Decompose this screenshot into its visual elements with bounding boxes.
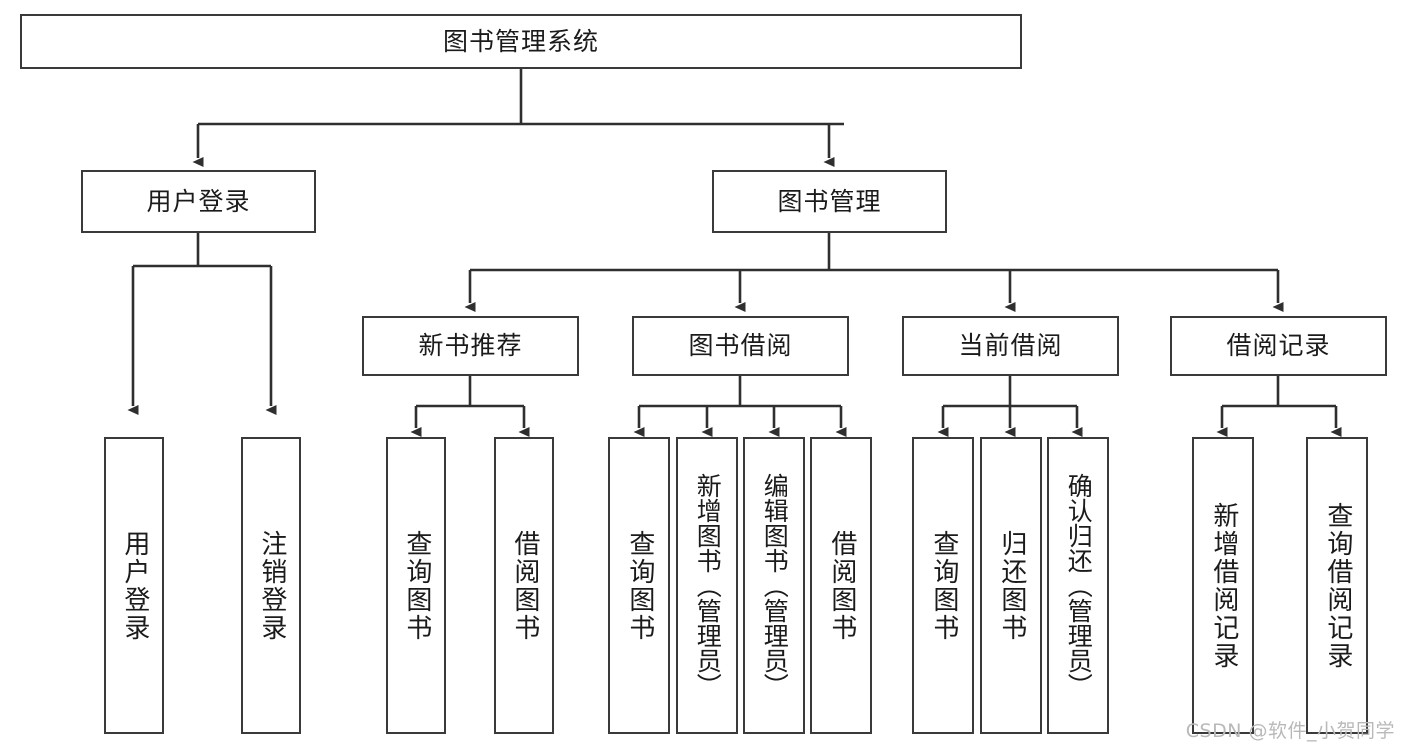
node-root[interactable]: 图书管理系统 — [20, 14, 1022, 69]
node-leaf-add-record[interactable]: 新增借阅记录 — [1192, 437, 1254, 734]
node-leaf-add-record-label: 新增借阅记录 — [1208, 501, 1239, 670]
node-leaf-logout-login[interactable]: 注销登录 — [241, 437, 301, 734]
node-leaf-query-book-3-label: 查询图书 — [928, 529, 959, 642]
node-current-borrow[interactable]: 当前借阅 — [902, 316, 1119, 376]
node-leaf-query-book-3[interactable]: 查询图书 — [912, 437, 974, 734]
node-leaf-return-book-label: 归还图书 — [996, 529, 1027, 642]
node-leaf-borrow-book-1-label: 借阅图书 — [509, 529, 540, 642]
node-leaf-add-book-label: 新增图书（管理员） — [693, 473, 723, 698]
node-root-label: 图书管理系统 — [442, 26, 599, 56]
node-borrow-record[interactable]: 借阅记录 — [1170, 316, 1387, 376]
node-leaf-query-book-2-label: 查询图书 — [624, 529, 655, 642]
node-leaf-borrow-book-2[interactable]: 借阅图书 — [810, 437, 872, 734]
node-leaf-query-record[interactable]: 查询借阅记录 — [1306, 437, 1368, 734]
node-book-borrow-label: 图书借阅 — [688, 331, 793, 361]
node-leaf-query-book-1-label: 查询图书 — [401, 529, 432, 642]
node-leaf-confirm-return[interactable]: 确认归还（管理员） — [1047, 437, 1109, 734]
node-new-book-recommend-label: 新书推荐 — [418, 331, 523, 361]
node-book-borrow[interactable]: 图书借阅 — [632, 316, 849, 376]
node-leaf-user-login[interactable]: 用户登录 — [104, 437, 164, 734]
node-leaf-borrow-book-1[interactable]: 借阅图书 — [494, 437, 554, 734]
node-new-book-recommend[interactable]: 新书推荐 — [362, 316, 579, 376]
node-user-login-label: 用户登录 — [146, 186, 251, 216]
node-leaf-query-book-1[interactable]: 查询图书 — [386, 437, 446, 734]
node-book-management[interactable]: 图书管理 — [712, 170, 947, 233]
node-leaf-logout-login-label: 注销登录 — [256, 529, 287, 642]
node-borrow-record-label: 借阅记录 — [1226, 331, 1331, 361]
node-current-borrow-label: 当前借阅 — [958, 331, 1063, 361]
node-leaf-confirm-return-label: 确认归还（管理员） — [1064, 473, 1094, 698]
node-leaf-edit-book-label: 编辑图书（管理员） — [760, 473, 790, 698]
node-book-management-label: 图书管理 — [777, 186, 882, 216]
node-leaf-borrow-book-2-label: 借阅图书 — [826, 529, 857, 642]
node-leaf-query-book-2[interactable]: 查询图书 — [608, 437, 670, 734]
node-leaf-query-record-label: 查询借阅记录 — [1322, 501, 1353, 670]
node-user-login[interactable]: 用户登录 — [81, 170, 316, 233]
node-leaf-return-book[interactable]: 归还图书 — [980, 437, 1042, 734]
watermark: CSDN @软件_小贺同学 — [1185, 720, 1395, 742]
node-leaf-add-book[interactable]: 新增图书（管理员） — [676, 437, 738, 734]
node-leaf-user-login-label: 用户登录 — [119, 529, 150, 642]
node-leaf-edit-book[interactable]: 编辑图书（管理员） — [743, 437, 805, 734]
